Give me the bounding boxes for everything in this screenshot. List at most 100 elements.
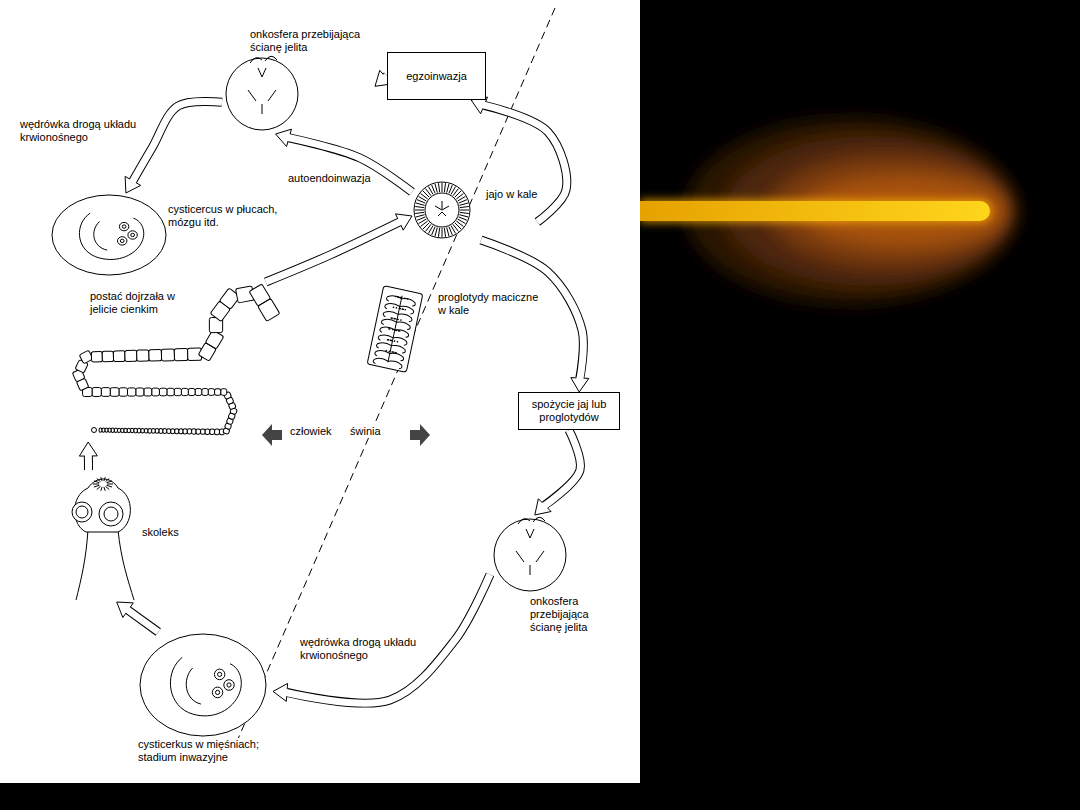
adult-worm-stage: postać dojrzała w jelicie cienkim (66, 282, 288, 442)
worm-segment (113, 351, 125, 362)
life-cycle-arrow (79, 442, 97, 470)
oncosphere-stage: onkosfera przebijająca ścianę jelita (222, 28, 375, 134)
arrow-fill (285, 575, 490, 704)
worm-segment (187, 429, 191, 434)
egg-dot (390, 317, 392, 319)
rostellum-hook (97, 486, 101, 489)
worm-segment (167, 388, 174, 395)
uterus-branch (384, 302, 414, 314)
egg-striation (449, 227, 452, 235)
worm-segment (127, 388, 135, 396)
illustration-part (373, 294, 416, 369)
oncosphere-hooks (516, 517, 545, 575)
uterus-branch (376, 341, 406, 353)
egg-striation (442, 183, 443, 192)
oncosphere (494, 519, 566, 591)
worm-segment (208, 389, 214, 396)
rostellum-hook (105, 486, 109, 489)
egg-striation (442, 228, 443, 237)
egg-dot (401, 297, 403, 299)
egg-shell (414, 182, 470, 238)
egg-striation (416, 203, 425, 205)
egg-dot (391, 317, 393, 319)
worm-segment (196, 429, 201, 434)
sucker-inner (122, 225, 126, 228)
egg-striation (447, 184, 449, 193)
stage-illustration (490, 515, 570, 595)
worm-segment (167, 429, 171, 434)
worm-segment (192, 429, 196, 434)
worm-body (72, 284, 280, 435)
worm-segment (215, 429, 220, 435)
sucker (99, 502, 123, 526)
rostellum-hook (101, 487, 102, 491)
worm-segment (159, 388, 166, 396)
stage-illustration (222, 54, 302, 134)
invaginated-sucker (212, 687, 222, 698)
stage-label: postać dojrzała w jelicie cienkim (90, 290, 180, 316)
life-cycle-arrow (276, 129, 412, 192)
egg-dot (396, 341, 398, 343)
worm-segment (92, 388, 101, 397)
worm-head (92, 428, 97, 433)
stage-illustration (412, 180, 472, 240)
egg-striation (415, 206, 424, 207)
box-label: egzoinwazja (406, 70, 467, 83)
egg-dot (397, 318, 399, 320)
sucker-inner (227, 683, 231, 687)
uterus-branch (378, 333, 408, 345)
egg-striation (438, 228, 439, 237)
scolex-neck (76, 530, 134, 600)
egg-dot (388, 339, 390, 341)
life-cycle-arrow (273, 575, 490, 704)
rostellum-hook (94, 481, 99, 483)
uterus-branch (383, 310, 413, 322)
egg-dot (395, 329, 397, 331)
worm-segment (152, 428, 156, 433)
illustration-part (383, 296, 408, 354)
bottom-band (0, 783, 1080, 810)
bladder-outline (170, 657, 241, 715)
egg-striation (417, 217, 425, 220)
illustration-part (93, 477, 113, 491)
egg-dot (389, 328, 391, 330)
egg-dot (388, 328, 390, 330)
uterus-branch (373, 357, 403, 369)
rostellum-hook (104, 487, 105, 491)
arrow-outline (133, 101, 222, 180)
arrow-head (79, 442, 97, 456)
worm-segment (102, 351, 113, 362)
oncosphere (226, 58, 298, 130)
cyst-wall (52, 195, 166, 275)
rostellum-hook (107, 485, 112, 487)
egg-dot (395, 352, 397, 354)
egg-dot (394, 340, 396, 342)
egg-striation (459, 215, 468, 217)
egg-striation (415, 212, 424, 213)
stage-label: cysticercus w płucach, mózgu itd. (168, 203, 303, 229)
host-label: świnia (350, 425, 381, 438)
worm-segment (258, 298, 280, 321)
uterus-branch (379, 326, 409, 338)
bar-glow (640, 199, 992, 223)
egg-dot (392, 351, 394, 353)
arrow-fill (543, 430, 580, 507)
rostellum-hook (107, 484, 113, 485)
worm-segment (144, 388, 152, 396)
black-panel (640, 0, 1080, 810)
scolex-stage: skoleks (66, 470, 179, 602)
rostellum-hook (105, 479, 109, 482)
egg-dot (395, 296, 397, 298)
cyst-bladder (79, 213, 143, 259)
worm-segment (188, 388, 195, 395)
invaginated-sucker (119, 222, 128, 230)
stage-label: cysticerkus w mięśniach; stadium inwazyj… (138, 738, 273, 764)
uterus-stem (388, 296, 402, 363)
life-cycle-arrow (471, 97, 567, 222)
egg-dot (398, 308, 400, 310)
egg-dot (398, 330, 400, 332)
worm-segment (110, 388, 119, 397)
edge-label: wędrówka drogą układu krwionośnego (300, 636, 425, 662)
arrow-fill (85, 454, 92, 470)
